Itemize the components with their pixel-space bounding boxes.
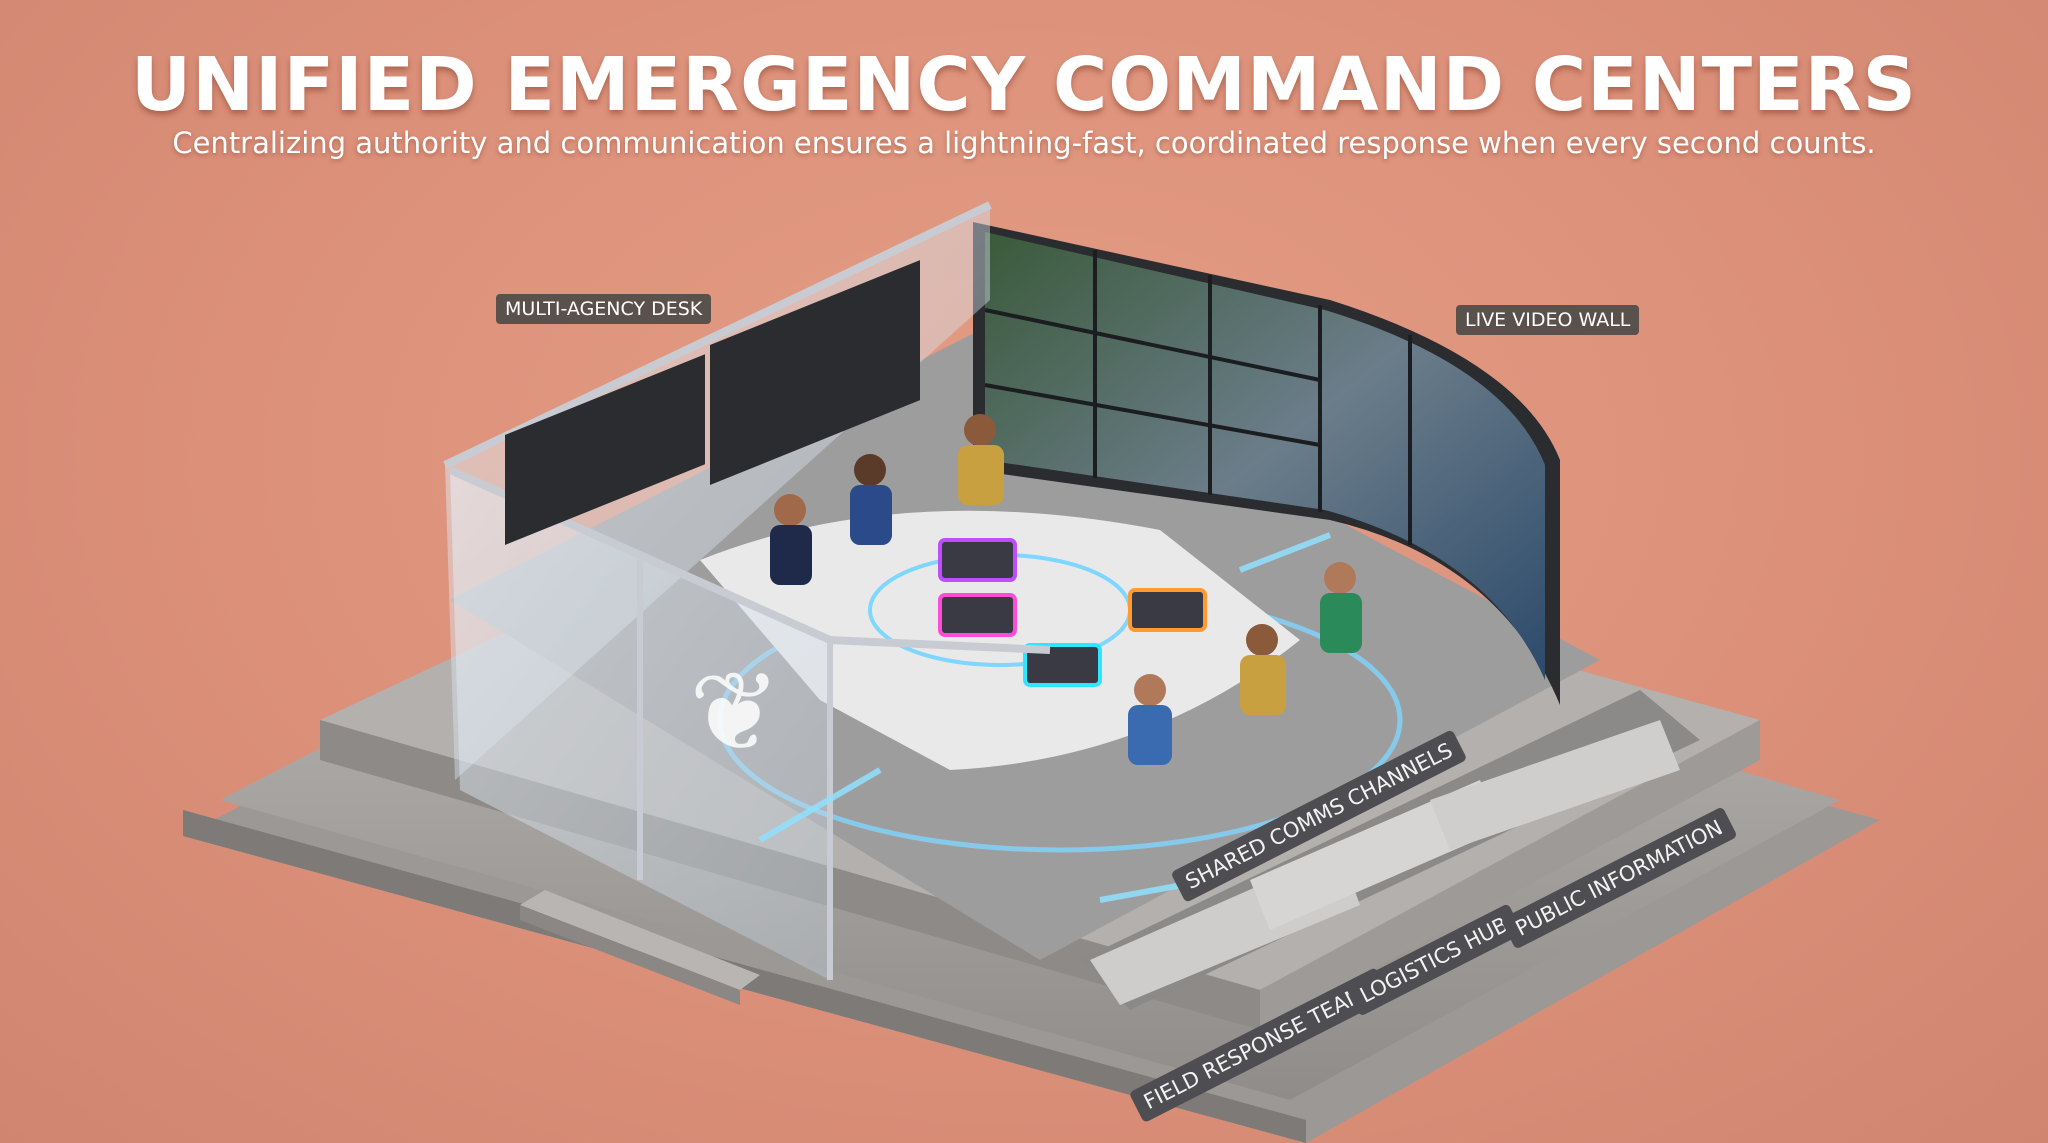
staff-figures — [770, 414, 1362, 765]
side-rooms — [1080, 690, 1700, 1010]
radio-magenta — [938, 593, 1017, 637]
glass-enclosure — [443, 201, 1051, 980]
radio-orange — [1128, 588, 1207, 632]
callout-live-video-wall: LIVE VIDEO WALL — [1456, 305, 1640, 335]
radio-purple — [938, 538, 1017, 582]
radio-cyan — [1023, 643, 1102, 687]
callout-multi-agency-desk: MULTI-AGENCY DESK — [496, 294, 712, 324]
wings-logo: ❦ — [689, 651, 781, 774]
page-title: UNIFIED EMERGENCY COMMAND CENTERS — [131, 42, 1917, 128]
front-steps — [520, 890, 760, 1005]
live-video-wall — [973, 222, 1560, 705]
page-subtitle: Centralizing authority and communication… — [172, 126, 1876, 160]
